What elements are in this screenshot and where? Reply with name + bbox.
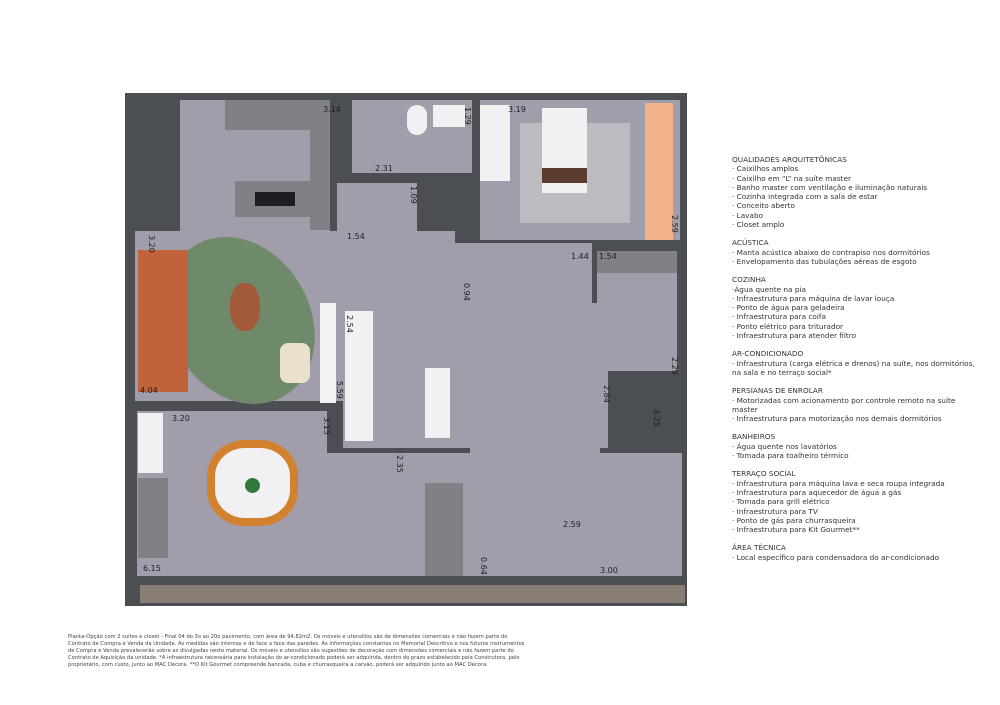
closet-2b <box>425 368 450 438</box>
balcony <box>140 585 685 603</box>
spec-item: · Infraestrutura para atender filtro <box>732 331 857 341</box>
blanket <box>542 168 587 183</box>
spec-item: · Cozinha integrada com a sala de estar <box>732 192 878 202</box>
specifications-list: QUALIDADES ARQUITETÔNICAS· Caixilhos amp… <box>732 155 982 571</box>
dimension-label: 3.14 <box>323 105 341 114</box>
spec-section-title: COZINHA <box>732 275 766 285</box>
shaft-left <box>138 413 163 473</box>
bedroom-2-extension <box>470 393 600 523</box>
spec-item: · Infraestrutura para motorização nos de… <box>732 414 942 424</box>
spec-item: · Infraestrutura para Kit Gourmet** <box>732 525 860 535</box>
spec-section-title: AR-CONDICIONADO <box>732 349 804 359</box>
spec-item: · Infraestrutura para máquina lava e sec… <box>732 478 945 488</box>
spec-item: · Caixilho em “L” na suíte master <box>732 173 852 183</box>
spec-section-title: QUALIDADES ARQUITETÔNICAS <box>732 155 847 164</box>
spec-item: · Envelopamento das tubulações aéreas de… <box>732 256 917 266</box>
spec-item: · Tomada para toalheiro térmico <box>732 451 849 461</box>
dimension-label: 1.54 <box>347 232 365 241</box>
spec-item: · Infraestrutura para aquecedor de água … <box>732 487 902 497</box>
dimension-label: 3.20 <box>172 414 190 423</box>
dimension-label: 2.84 <box>602 385 611 403</box>
dimension-label: 5.59 <box>335 381 344 399</box>
spec-item: · Ponto elétrico para triturador <box>732 321 844 331</box>
dimension-label: 3.00 <box>600 566 618 575</box>
spec-section: ÁREA TÉCNICA· Local específico para cond… <box>732 543 982 562</box>
dimension-label: 3.19 <box>508 105 526 114</box>
desk <box>645 103 673 240</box>
dimension-label: 0.94 <box>462 283 471 301</box>
dimension-label: 2.54 <box>345 315 354 333</box>
dimension-label: 1.54 <box>599 252 617 261</box>
spec-item: · Motorizadas com acionamento por contro… <box>732 395 956 414</box>
spec-item: · Infraestrutura para coifa <box>732 312 826 322</box>
coffee-table <box>230 283 260 331</box>
spec-section: TERRAÇO SOCIAL· Infraestrutura para máqu… <box>732 469 982 534</box>
tv-panel <box>320 303 336 403</box>
spec-item: · Closet amplo <box>732 220 785 230</box>
floor-plan: 3.14 1.29 3.19 2.31 1.09 1.54 2.59 3.20 … <box>125 93 687 606</box>
spec-section: ACÚSTICA· Manta acústica abaixo do contr… <box>732 238 982 266</box>
spec-section-title: TERRAÇO SOCIAL <box>732 469 796 479</box>
sink <box>433 105 465 127</box>
spec-item: · Banho master com ventilação e iluminaç… <box>732 182 928 192</box>
bathroom-right-counter <box>597 251 677 273</box>
spec-section: COZINHA·Água quente na pia· Infraestrutu… <box>732 275 982 340</box>
dimension-label: 2.59 <box>670 215 679 233</box>
spec-item: · Ponto de água para geladeira <box>732 303 845 313</box>
spec-item: · Tomada para grill elétrico <box>732 497 830 507</box>
dimension-label: 3.15 <box>322 417 331 435</box>
dimension-label: 2.29 <box>670 357 679 375</box>
spec-item: · Lavabo <box>732 210 764 220</box>
dimension-label: 2.59 <box>563 520 581 529</box>
spec-item: ·Água quente na pia <box>732 284 806 294</box>
armchair <box>280 343 310 383</box>
dimension-label: 1.29 <box>463 107 472 125</box>
closet-master <box>480 105 510 181</box>
spec-item: · Caixilhos amplos <box>732 164 799 174</box>
spec-section: BANHEIROS· Água quente nos lavatórios· T… <box>732 432 982 460</box>
dimension-label: 2.35 <box>395 455 404 473</box>
plant <box>245 478 260 493</box>
spec-section: QUALIDADES ARQUITETÔNICAS· Caixilhos amp… <box>732 155 982 229</box>
spec-section-title: PERSIANAS DE ENROLAR <box>732 386 823 396</box>
dimension-label: 1.09 <box>409 186 418 204</box>
dimension-label: 3.25 <box>652 409 661 427</box>
dimension-label: 1.44 <box>571 252 589 261</box>
terrace-counter <box>425 483 463 576</box>
lavabo <box>337 183 417 243</box>
spec-item: · Infraestrutura para máquina de lavar l… <box>732 293 895 303</box>
spec-item: · Infraestrutura (carga elétrica e dreno… <box>732 358 975 377</box>
dimension-label: 2.31 <box>375 164 393 173</box>
dimension-label: 3.20 <box>147 235 156 253</box>
spec-item: · Infraestrutura para TV <box>732 506 818 516</box>
dimension-label: 6.15 <box>143 564 161 573</box>
sofa <box>138 250 188 392</box>
spec-section-title: ACÚSTICA <box>732 238 769 248</box>
spec-item: · Água quente nos lavatórios <box>732 441 837 451</box>
spec-section-title: ÁREA TÉCNICA <box>732 543 786 553</box>
footnote: Planta-Opção com 2 suítes e closet - Fin… <box>68 634 525 668</box>
hallway <box>330 243 592 303</box>
grill-counter <box>138 478 168 558</box>
spec-item: · Conceito aberto <box>732 201 795 211</box>
spec-section: AR-CONDICIONADO· Infraestrutura (carga e… <box>732 349 982 377</box>
closet-2 <box>345 311 373 441</box>
spec-section: PERSIANAS DE ENROLAR· Motorizadas com ac… <box>732 386 982 423</box>
toilet <box>407 105 427 135</box>
spec-section-title: BANHEIROS <box>732 432 776 442</box>
dimension-label: 4.04 <box>140 386 158 395</box>
cooktop <box>255 192 295 206</box>
spec-item: · Local específico para condensadora do … <box>732 552 940 562</box>
spec-item: · Manta acústica abaixo do contrapiso no… <box>732 247 930 257</box>
dimension-label: 0.64 <box>479 557 488 575</box>
spec-item: · Ponto de gás para churrasqueira <box>732 515 856 525</box>
